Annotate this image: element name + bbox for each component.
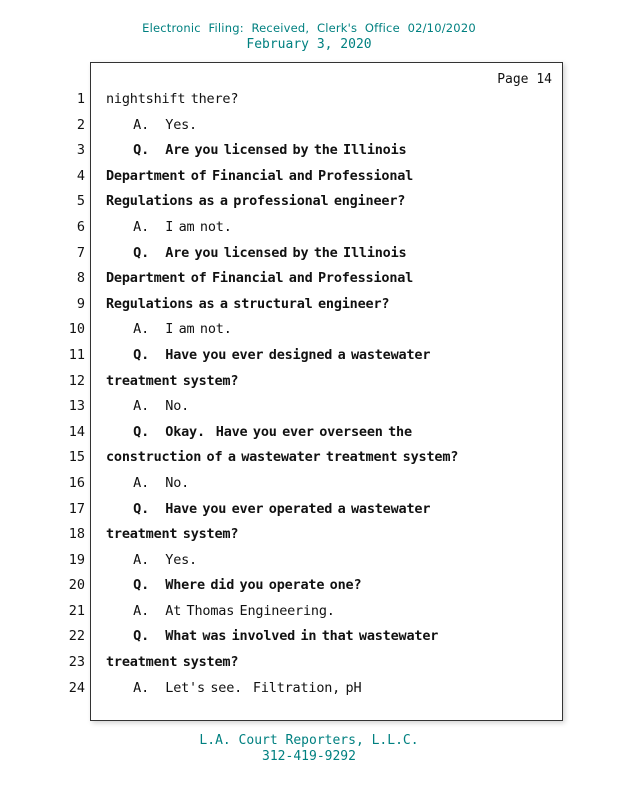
line-text: Q. Are you licensed by the Illinois: [106, 244, 407, 261]
transcript-line: 11 Q. Have you ever designed a wastewate…: [50, 347, 570, 373]
line-number: 5: [76, 193, 85, 210]
line-number: 8: [76, 270, 85, 287]
transcript-line: 19 A. Yes.: [50, 552, 570, 578]
line-text: Q. Have you ever operated a wastewater: [106, 500, 431, 517]
transcript-line: 23 treatment system?: [50, 654, 570, 680]
line-number: 23: [68, 654, 85, 671]
transcript-line: 16 A. No.: [50, 475, 570, 501]
deposition-date: February 3, 2020: [246, 37, 372, 52]
line-number: 20: [68, 577, 85, 594]
line-number: 21: [68, 602, 85, 619]
line-number: 19: [68, 551, 85, 568]
line-text: Department of Financial and Professional: [106, 270, 414, 287]
line-text: A. At Thomas Engineering.: [106, 602, 335, 619]
line-text: treatment system?: [106, 526, 239, 543]
line-number: 17: [68, 500, 85, 517]
transcript-line: 2 A. Yes.: [50, 117, 570, 143]
transcript-line: 4 Department of Financial and Professiona…: [50, 168, 570, 194]
line-number: 1: [76, 91, 85, 107]
line-text: A. No.: [106, 474, 190, 491]
line-text: construction of a wastewater treatment s…: [106, 449, 459, 466]
transcript-line: 10 A. I am not.: [50, 321, 570, 347]
court-reporter-phone: 312-419-9292: [262, 749, 356, 764]
line-number: 11: [68, 346, 85, 363]
line-text: nightshift there?: [106, 91, 239, 107]
line-text: Regulations as a professional engineer?: [106, 193, 406, 210]
line-text: Q. What was involved in that wastewater: [106, 628, 439, 645]
line-text: A. Yes.: [106, 116, 197, 133]
line-number: 4: [76, 167, 85, 184]
line-number: 2: [76, 116, 85, 133]
transcript-line: 8 Department of Financial and Professiona…: [50, 270, 570, 296]
line-text: Q. Okay. Have you ever overseen the: [106, 423, 412, 440]
line-number: 12: [68, 372, 85, 389]
transcript-line: 15 construction of a wastewater treatment…: [50, 449, 570, 475]
line-text: A. No.: [106, 398, 190, 415]
transcript-line: 17 Q. Have you ever operated a wastewate…: [50, 501, 570, 527]
line-number: 16: [68, 474, 85, 491]
line-number: 10: [68, 321, 85, 338]
transcript-line: 20 Q. Where did you operate one?: [50, 577, 570, 603]
line-text: A. I am not.: [106, 218, 232, 235]
transcript-line: 21 A. At Thomas Engineering.: [50, 603, 570, 629]
line-text: A. Let's see. Filtration, pH: [106, 679, 362, 696]
transcript-line: 22 Q. What was involved in that wastewat…: [50, 628, 570, 654]
line-number: 6: [76, 218, 85, 235]
line-number: 15: [68, 449, 85, 466]
line-text: Q. Where did you operate one?: [106, 577, 362, 594]
line-number: 9: [76, 295, 85, 312]
line-number: 7: [76, 244, 85, 261]
line-text: treatment system?: [106, 372, 239, 389]
transcript-line: 12 treatment system?: [50, 373, 570, 399]
line-text: A. I am not.: [106, 321, 232, 338]
transcript-line: 3 Q. Are you licensed by the Illinois: [50, 142, 570, 168]
line-number: 3: [76, 142, 85, 159]
court-reporter-name: L.A. Court Reporters, L.L.C.: [199, 733, 419, 748]
transcript-line: 14 Q. Okay. Have you ever overseen the: [50, 424, 570, 450]
line-text: A. Yes.: [106, 551, 197, 568]
line-number: 13: [68, 398, 85, 415]
transcript-border-box: Page 14: [90, 62, 563, 721]
line-text: Regulations as a structural engineer?: [106, 295, 390, 312]
line-number: 18: [68, 526, 85, 543]
line-number: 22: [68, 628, 85, 645]
transcript-line: 18 treatment system?: [50, 526, 570, 552]
line-number: 14: [68, 423, 85, 440]
page-number-label: Page 14: [497, 72, 552, 87]
transcript-line: 9 Regulations as a structural engineer?: [50, 296, 570, 322]
transcript-line: 24 A. Let's see. Filtration, pH: [50, 680, 570, 706]
line-text: treatment system?: [106, 654, 239, 671]
transcript-line: 13 A. No.: [50, 398, 570, 424]
transcript-line: 5 Regulations as a professional engineer?: [50, 193, 570, 219]
transcript-line: 6 A. I am not.: [50, 219, 570, 245]
line-text: Q. Have you ever designed a wastewater: [106, 346, 431, 363]
line-number: 24: [68, 679, 85, 696]
transcript-line: 1 nightshift there?: [50, 91, 570, 117]
line-text: Q. Are you licensed by the Illinois: [106, 142, 407, 159]
electronic-filing-header: Electronic Filing: Received, Clerk's Off…: [142, 21, 476, 35]
transcript-line: 7 Q. Are you licensed by the Illinois: [50, 245, 570, 271]
line-text: Department of Financial and Professional: [106, 167, 414, 184]
